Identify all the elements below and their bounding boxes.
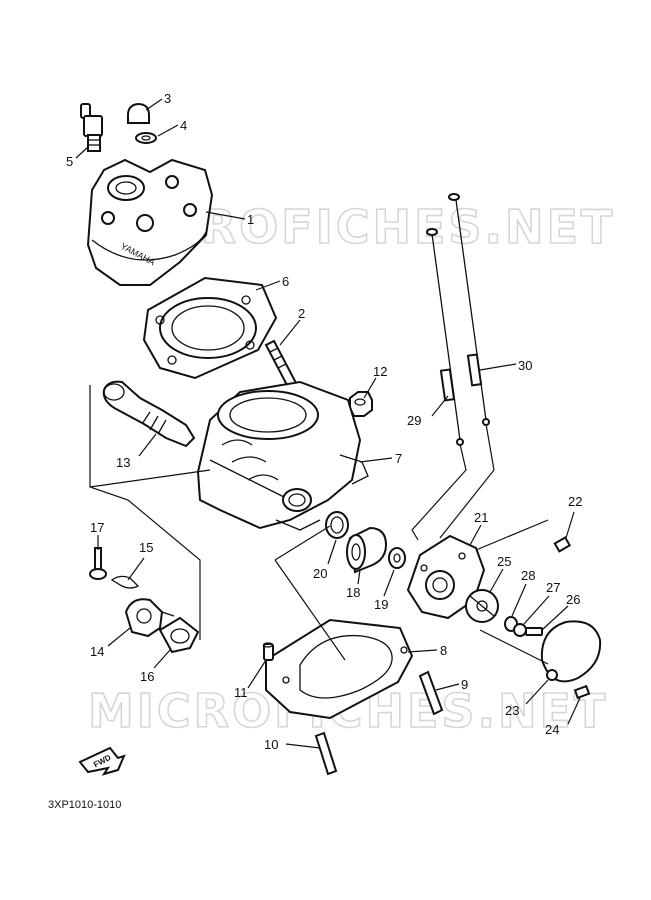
dowel-pin: [262, 642, 274, 661]
nut: [349, 391, 373, 417]
valve-housing: [124, 598, 175, 638]
label-11: 11: [234, 685, 248, 700]
pulley-cover: [540, 620, 602, 683]
label-8: 8: [440, 643, 447, 658]
thin-washer: [388, 547, 406, 569]
valve-drive-housing: [406, 534, 486, 620]
valve-gasket: [158, 616, 200, 654]
cylinder-head: YAMAHA: [86, 158, 214, 286]
o-ring: [325, 511, 349, 539]
label-19: 19: [374, 597, 388, 612]
label-4: 4: [180, 118, 187, 133]
oil-seal: [346, 526, 388, 574]
label-24: 24: [545, 722, 559, 737]
label-15: 15: [139, 540, 153, 555]
label-13: 13: [116, 455, 130, 470]
label-17: 17: [90, 520, 104, 535]
cover-screw: [573, 684, 591, 700]
label-12: 12: [373, 364, 387, 379]
label-1: 1: [247, 212, 254, 227]
head-gasket: [142, 276, 278, 380]
stud: [314, 731, 338, 776]
label-22: 22: [568, 494, 582, 509]
label-29: 29: [407, 413, 421, 428]
cover-bolt: [525, 627, 543, 636]
spark-plug: [80, 103, 103, 152]
fwd-arrow-icon: FWD: [78, 746, 126, 776]
label-25: 25: [497, 554, 511, 569]
control-cables: [426, 193, 490, 446]
label-28: 28: [521, 568, 535, 583]
diagram-code: 3XP1010-1010: [48, 799, 121, 811]
label-26: 26: [566, 592, 580, 607]
stud-bolt: [264, 339, 298, 389]
exhaust-sleeve: [102, 380, 196, 448]
label-14: 14: [90, 644, 104, 659]
bolt: [89, 547, 107, 580]
pulley: [465, 589, 499, 623]
label-6: 6: [282, 274, 289, 289]
base-gasket: [265, 618, 414, 720]
label-5: 5: [66, 154, 73, 169]
cap-nut: [127, 102, 150, 124]
label-23: 23: [505, 703, 519, 718]
label-9: 9: [461, 677, 468, 692]
washer: [135, 132, 157, 144]
label-10: 10: [264, 737, 278, 752]
screw: [553, 536, 572, 553]
clamp: [110, 575, 140, 589]
label-16: 16: [140, 669, 154, 684]
label-7: 7: [395, 451, 402, 466]
cylinder: [196, 380, 369, 531]
label-27: 27: [546, 580, 560, 595]
label-2: 2: [298, 306, 305, 321]
label-21: 21: [474, 510, 488, 525]
label-3: 3: [164, 91, 171, 106]
nut-small: [513, 623, 527, 637]
label-30: 30: [518, 358, 532, 373]
long-stud: [418, 670, 444, 716]
label-18: 18: [346, 585, 360, 600]
label-20: 20: [313, 566, 327, 581]
